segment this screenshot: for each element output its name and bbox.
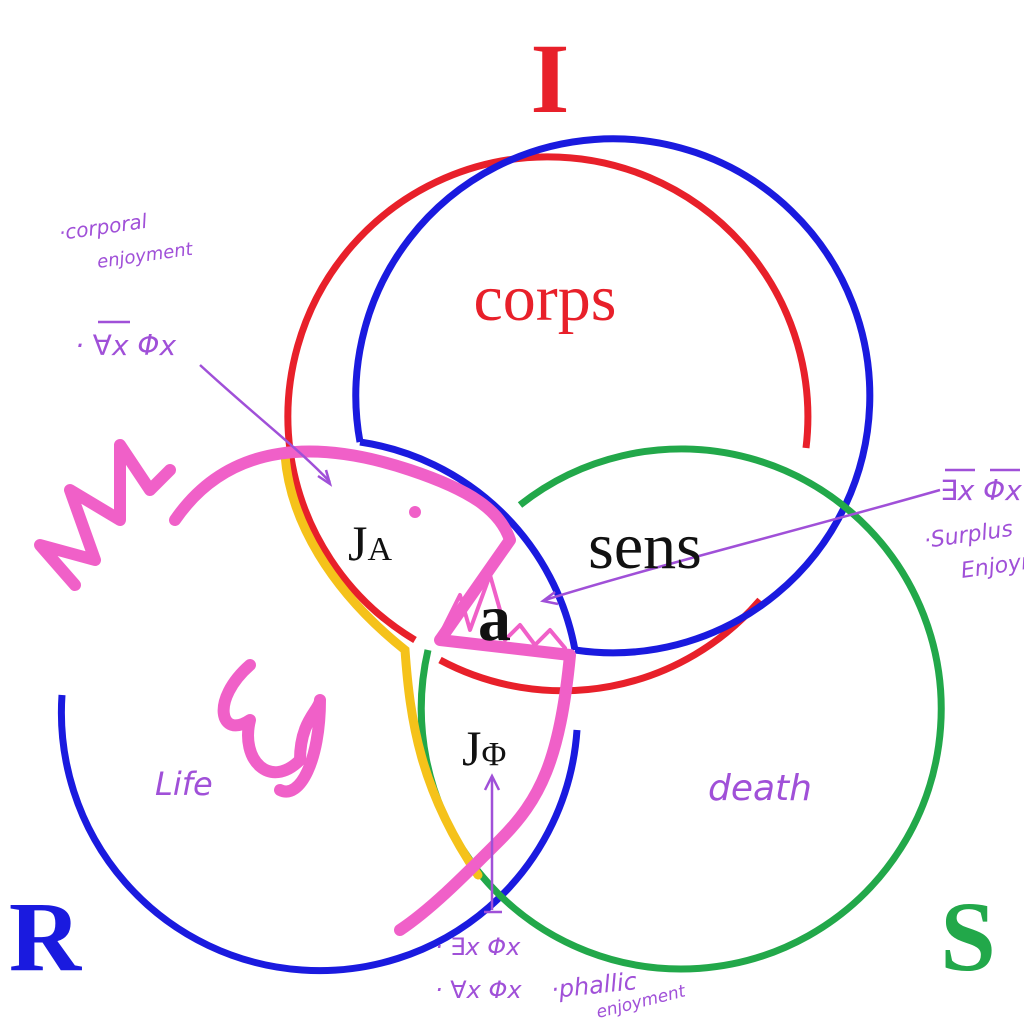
pink-dot: [409, 506, 421, 518]
label-life: Life: [155, 765, 213, 803]
label-imaginary: I: [531, 23, 570, 134]
real-circle: [57, 135, 874, 975]
label-sens: sens: [588, 510, 702, 583]
annotation-formula-bottom-2: · ∀x Φx: [435, 976, 522, 1004]
label-object-a: a: [478, 582, 511, 655]
annotation-surplus: ·Surplus: [922, 517, 1014, 554]
annotation-corporal-2: enjoyment: [96, 239, 195, 273]
label-corps: corps: [474, 262, 617, 335]
label-real: R: [9, 881, 83, 992]
imaginary-circle: [284, 153, 812, 695]
pink-scribbles: [34, 439, 576, 936]
annotation-corporal: ·corporal: [57, 209, 149, 245]
label-jphi: JΦ: [462, 720, 506, 776]
label-death: death: [708, 768, 812, 809]
annotation-formula-bottom-1: · ∃x Φx: [435, 933, 521, 961]
label-symbolic: S: [940, 881, 996, 992]
yellow-stroke: [280, 450, 483, 880]
annotation-surplus-2: Enjoyment: [959, 543, 1024, 584]
annotation-formula-right: ∃x Φx: [940, 474, 1022, 507]
negation-bars: [98, 320, 1020, 472]
annotation-formula-top-left: · ∀x Φx: [75, 329, 176, 362]
annotation-arrows: [199, 364, 941, 914]
label-ja: JA: [348, 515, 392, 571]
